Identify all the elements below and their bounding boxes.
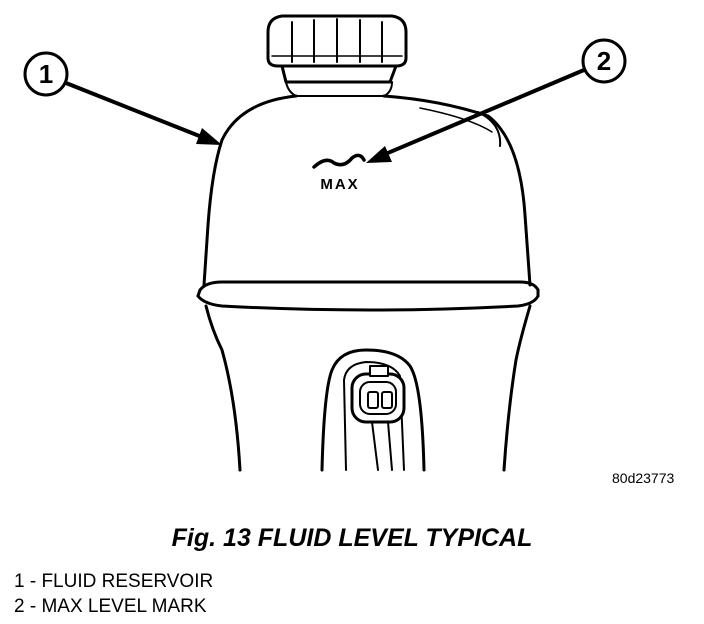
reservoir-band	[196, 280, 540, 312]
level-sensor	[320, 348, 426, 472]
callout-2-leader	[374, 68, 586, 160]
reservoir-body-upper	[202, 94, 532, 287]
callout-1-circle	[23, 51, 69, 97]
callout-1-arrowhead	[196, 128, 222, 145]
callout-2-circle	[581, 38, 627, 84]
legend-item: 2 - MAX LEVEL MARK	[14, 596, 207, 617]
reservoir-illustration: 1 2 MAX	[23, 14, 627, 472]
callout-1-number: 1	[39, 59, 53, 89]
figure-id: 80d23773	[612, 470, 675, 486]
callout-2-number: 2	[597, 46, 611, 76]
reservoir-cap	[266, 14, 408, 68]
legend-item: 1 - FLUID RESERVOIR	[14, 571, 214, 592]
reservoir-neck	[280, 64, 398, 97]
callout-1-leader	[64, 81, 214, 143]
figure-caption: Fig. 13 FLUID LEVEL TYPICAL	[171, 524, 533, 552]
reservoir-body-lower	[204, 304, 532, 472]
max-label: MAX	[320, 176, 359, 193]
callout-2-arrowhead	[366, 146, 392, 163]
max-level-mark	[312, 153, 366, 169]
legend: 1 - FLUID RESERVOIR 2 - MAX LEVEL MARK	[14, 569, 213, 619]
